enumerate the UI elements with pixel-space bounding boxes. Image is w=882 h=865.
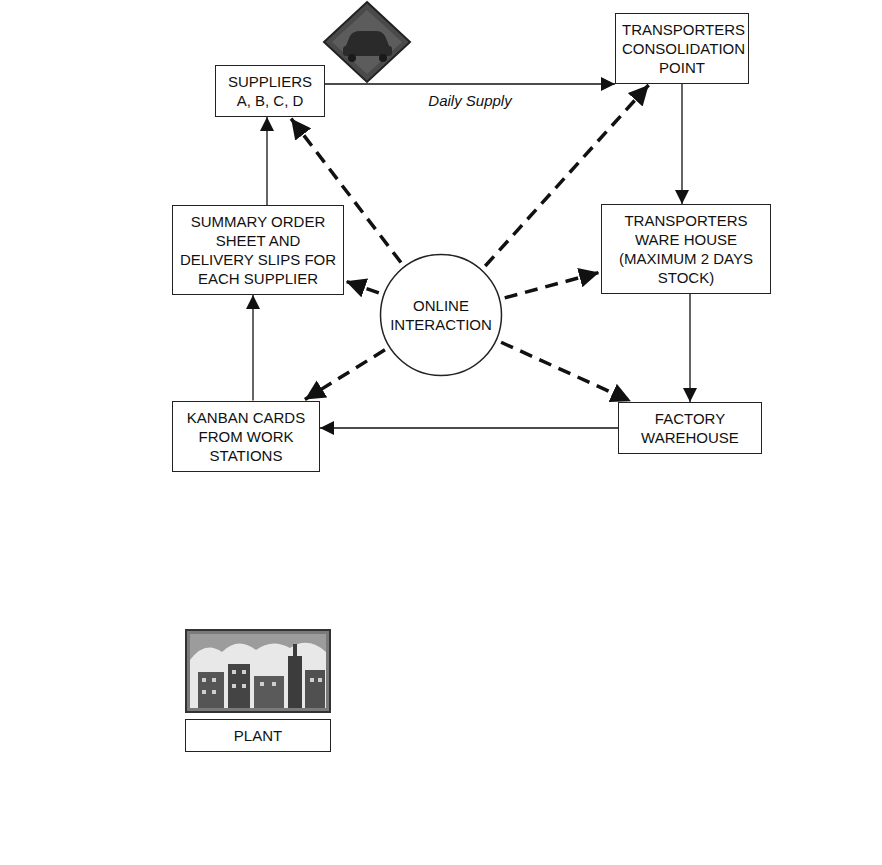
node-text: SUMMARY ORDER SHEET AND DELIVERY SLIPS F… [179,212,337,288]
factory-warehouse-box: FACTORY WAREHOUSE [618,402,762,454]
online-link-arrow [505,272,599,297]
flow-arrow [320,427,618,428]
node-text: TRANSPORTERS WARE HOUSE (MAXIMUM 2 DAYS … [608,211,764,287]
online-link-arrow [501,342,631,401]
flow-arrow [325,83,615,84]
supplier-box: SUPPLIERS A, B, C, D [215,65,325,117]
kanban-box: KANBAN CARDS FROM WORK STATIONS [172,401,320,472]
plant-picture [186,630,330,712]
transporter-warehouse-box: TRANSPORTERS WARE HOUSE (MAXIMUM 2 DAYS … [601,204,771,294]
flow-arrow [266,117,267,205]
flow-arrow [252,295,253,401]
node-text: TRANSPORTERS CONSOLIDATION POINT [622,20,742,77]
online-circle: ONLINE INTERACTION [379,253,503,377]
circle-outline [379,253,503,377]
node-text: PLANT [192,726,324,745]
plant-label-box: PLANT [185,719,331,752]
consolidation-box: TRANSPORTERS CONSOLIDATION POINT [615,13,749,84]
online-link-arrow [305,350,385,400]
edge-label: Daily Supply [425,92,514,109]
flow-arrow [681,84,682,205]
flow-arrow [689,294,690,402]
node-text: SUPPLIERS A, B, C, D [222,72,318,110]
order-sheet-box: SUMMARY ORDER SHEET AND DELIVERY SLIPS F… [172,205,344,295]
node-text: KANBAN CARDS FROM WORK STATIONS [179,408,313,465]
node-text: FACTORY WAREHOUSE [625,409,755,447]
online-link-arrow [346,281,379,293]
node-text: ONLINE INTERACTION [389,296,493,334]
road-sign [324,2,410,82]
